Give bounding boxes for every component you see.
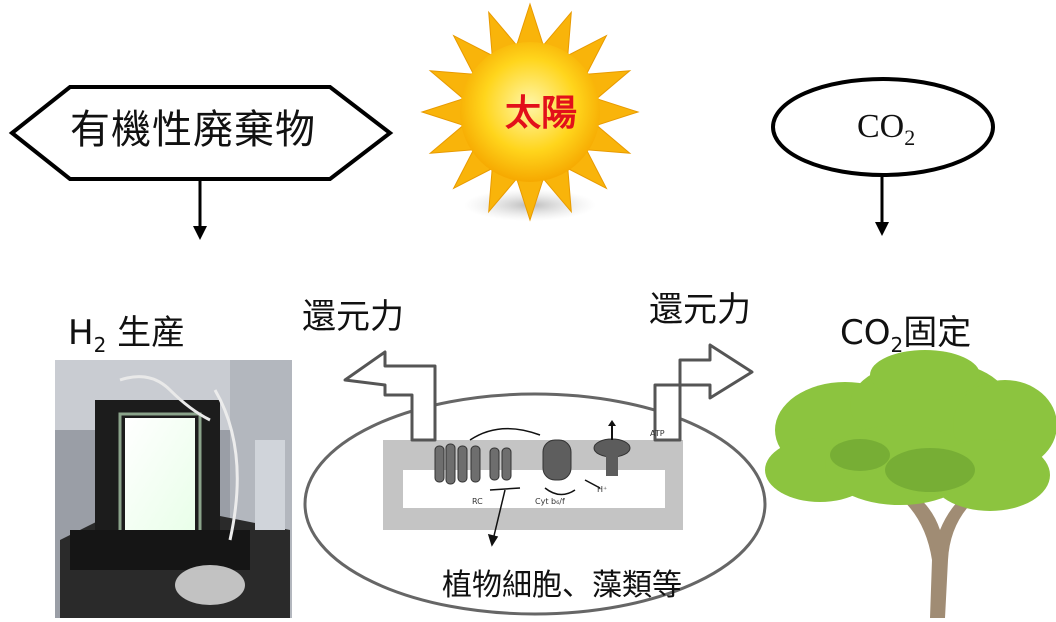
atp-label: ATP	[650, 429, 665, 438]
plant-cell-label: 植物細胞、藻類等	[442, 568, 682, 603]
rc-label: RC	[472, 497, 483, 506]
co2-fixation-label: CO2固定	[840, 313, 972, 357]
atp-synthase	[593, 420, 631, 476]
sun-label: 太陽	[505, 93, 578, 134]
arrow-down-left	[193, 181, 207, 240]
arrow-down-right	[875, 177, 889, 236]
sun-icon	[420, 2, 640, 222]
organic-waste-label: 有機性廃棄物	[70, 107, 316, 153]
reducing-power-arrow-right	[653, 343, 754, 442]
organic-waste-hexagon	[8, 85, 394, 181]
h-plus-label: H⁺	[597, 485, 608, 494]
reducing-power-label-right: 還元力	[649, 290, 751, 330]
reaction-center-complex	[434, 443, 512, 485]
h2-production-label: H2 生産	[68, 313, 186, 357]
co2-label: CO2	[857, 108, 916, 150]
h2-production-photo	[55, 360, 292, 618]
electron-flow-arrows	[469, 427, 601, 547]
reducing-power-label-left: 還元力	[302, 297, 404, 337]
cytochrome-complex	[542, 439, 572, 481]
reducing-power-arrow-left	[343, 350, 437, 442]
co2-ellipse	[771, 77, 995, 177]
cyt-label: Cyt b₆/f	[535, 497, 565, 506]
tree-trunk	[893, 485, 980, 618]
